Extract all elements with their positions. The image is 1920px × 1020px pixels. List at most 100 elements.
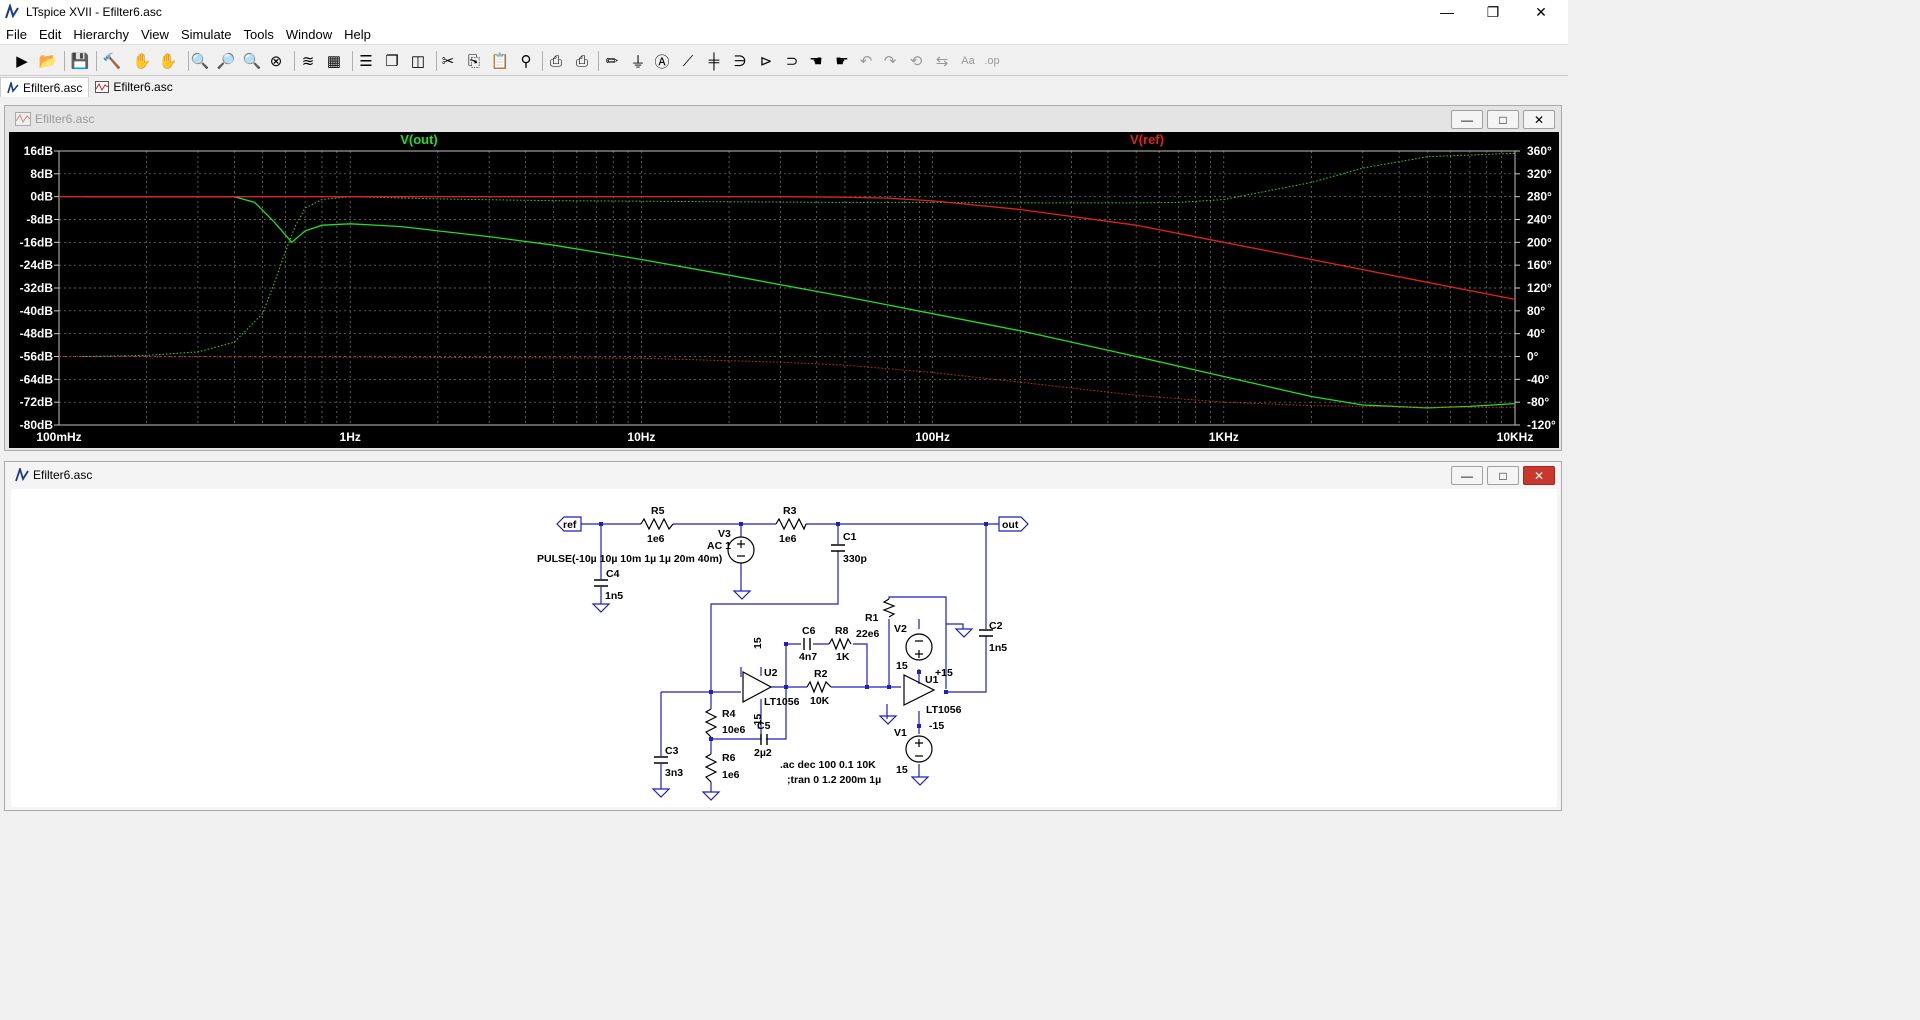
c2-value: 1n5 [989,642,1007,654]
menu-view[interactable]: View [140,26,169,42]
r5-value: 1e6 [647,533,665,545]
capacitor-icon[interactable]: ╪ [708,52,720,70]
menu-tools[interactable]: Tools [243,26,274,42]
menu-file[interactable]: File [6,26,27,42]
menu-window[interactable]: Window [285,26,333,42]
c4-name: C4 [606,568,620,580]
window-title: LTspice XVII - Efilter6.asc [26,5,162,19]
tile-vertical-icon[interactable]: ◫ [410,53,426,70]
c3-value: 3n3 [665,767,683,779]
label-net-icon[interactable]: Ⓐ [654,53,670,71]
y-tick-label-right: 320° [1527,167,1552,181]
waveform-minimize-button[interactable]: — [1451,110,1483,129]
toolbar-separator [352,51,353,71]
tab-waveform[interactable]: Efilter6.asc [89,77,178,97]
u1-model: LT1056 [926,704,962,716]
find-icon[interactable]: ⚲ [520,53,532,70]
text-icon[interactable]: Aa [961,55,975,67]
print-setup-icon[interactable]: ⎙ [575,52,588,70]
spice-directive-icon[interactable]: .op [984,55,1000,67]
document-tabs: Efilter6.asc Efilter6.asc [0,76,1568,98]
tab-schematic[interactable]: Efilter6.asc [0,77,90,97]
drag-icon[interactable]: ☛ [835,53,849,70]
y-tick-label-left: 8dB [30,167,53,181]
y-tick-label-right: -80° [1527,395,1549,409]
r2-value: 10K [810,695,830,707]
series-magnitude-vout [82,196,1516,409]
zoom-box-icon[interactable]: 🔎 [216,53,236,70]
minimize-button[interactable]: — [1440,4,1454,20]
zoom-in-icon[interactable]: 🔍 [190,53,210,70]
legend-vref[interactable]: V(ref) [1130,132,1164,147]
wire-icon[interactable]: ✏ [605,53,619,70]
y-tick-label-left: -24dB [20,258,54,272]
x-tick-label: 1Hz [340,430,361,444]
run-icon[interactable]: ▶ [16,53,28,70]
close-button[interactable]: ✕ [1535,3,1547,20]
y-tick-label-left: -8dB [26,213,53,227]
schematic-maximize-button[interactable]: □ [1487,466,1519,485]
rotate-icon[interactable]: ⟲ [909,53,923,70]
cut-icon[interactable]: ✂ [441,53,455,70]
x-tick-label: 1KHz [1209,430,1239,444]
r1-value: 22e6 [856,628,880,640]
zoom-fit-icon[interactable]: ⊗ [269,53,283,70]
component-icon[interactable]: ⊃ [785,53,799,70]
cascade-icon[interactable]: ❐ [385,53,399,70]
diode-icon[interactable]: ⊳ [759,53,773,70]
grid-icon[interactable]: ▦ [326,53,342,70]
r5-name: R5 [651,505,665,517]
ground-icon[interactable]: ⏚ [630,53,646,71]
y-tick-label-left: -80dB [20,418,54,432]
r8-value: 1K [836,651,850,663]
y-tick-label-left: -40dB [20,304,54,318]
resistor-icon[interactable]: ⟋ [682,52,694,70]
pan-icon[interactable]: ✋ [158,53,178,70]
y-tick-label-right: -120° [1527,418,1556,432]
legend-vout[interactable]: V(out) [400,132,438,147]
schematic-canvas[interactable]: ref out R5 1e6 R3 1e6 V3 AC 1 PULSE(-10µ… [11,489,1557,807]
control-panel-icon[interactable]: 🔨 [102,53,122,70]
halt-icon[interactable]: ✋ [132,53,152,70]
tile-horizontal-icon[interactable]: ☰ [359,53,373,70]
waveform-close-button[interactable]: ✕ [1523,110,1555,129]
inductor-icon[interactable]: ∋ [733,53,747,70]
tab-label: Efilter6.asc [113,80,173,94]
autorange-icon[interactable]: ≋ [301,53,315,70]
paste-icon[interactable]: 📋 [490,53,510,70]
waveform-maximize-button[interactable]: □ [1487,110,1519,129]
u1-supply-neg: -15 [929,720,944,732]
copy-icon[interactable]: ⎘ [467,52,480,70]
y-tick-label-left: -16dB [20,235,54,249]
r6-value: 1e6 [722,769,740,781]
grounds [591,590,974,801]
restore-button[interactable]: ❐ [1486,3,1500,20]
u2-name: U2 [764,667,778,679]
c3-name: C3 [665,745,679,757]
menu-simulate[interactable]: Simulate [180,26,232,42]
print-icon[interactable]: ⎙ [549,52,562,70]
redo-icon[interactable]: ↷ [883,53,897,70]
zoom-out-icon[interactable]: 🔍 [242,53,262,70]
r4-value: 10e6 [722,724,746,736]
r3-value: 1e6 [779,533,797,545]
undo-icon[interactable]: ↶ [859,53,873,70]
y-tick-label-right: 240° [1527,213,1552,227]
c6-value: 4n7 [799,651,817,663]
menu-edit[interactable]: Edit [38,26,62,42]
menu-help[interactable]: Help [344,26,371,42]
schematic-close-button[interactable]: ✕ [1523,466,1555,485]
move-icon[interactable]: ☚ [809,53,823,70]
r3-name: R3 [783,505,797,517]
open-icon[interactable]: 📂 [38,53,58,70]
mirror-icon[interactable]: ⇆ [935,53,949,70]
menu-hierarchy[interactable]: Hierarchy [73,26,129,42]
junctions [599,522,988,741]
x-tick-label: 10Hz [627,430,655,444]
toolbar-separator [188,51,189,71]
schematic-minimize-button[interactable]: — [1451,466,1483,485]
save-icon[interactable]: 💾 [70,53,90,70]
u1-supply-pos: +15 [935,667,953,679]
